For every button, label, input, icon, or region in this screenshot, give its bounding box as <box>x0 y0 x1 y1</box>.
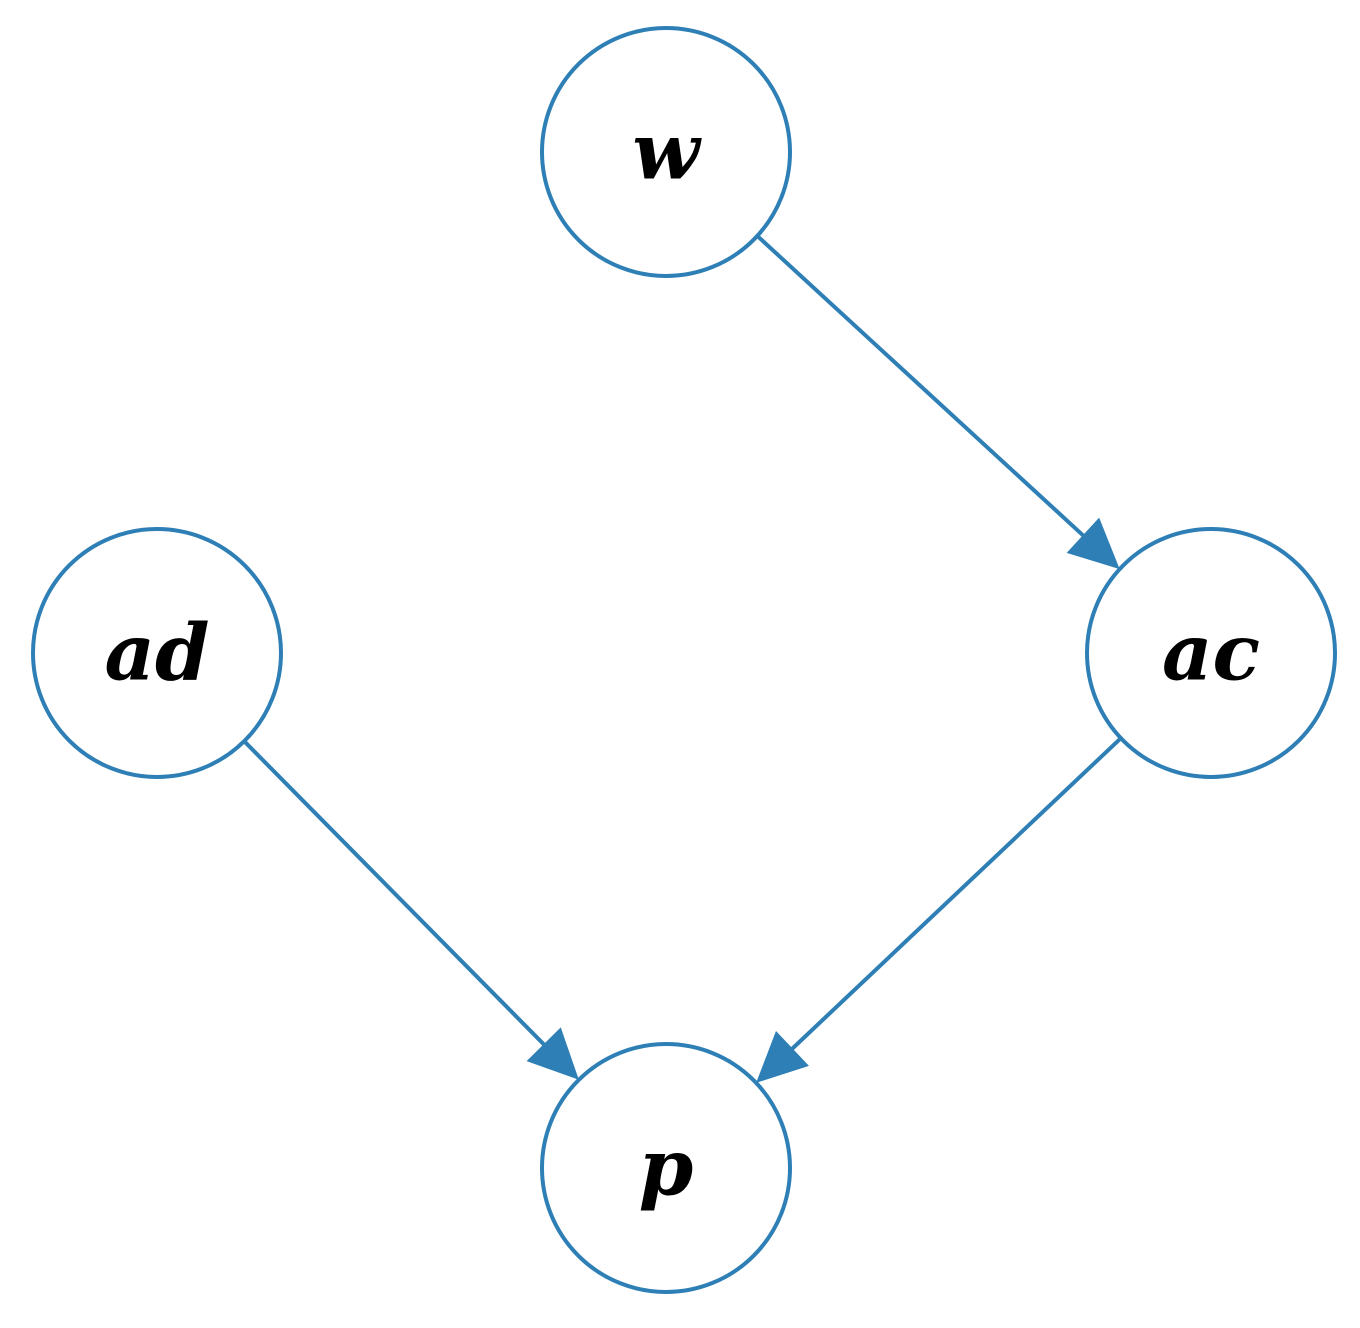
edges-layer <box>242 234 1123 1083</box>
node-p-circle <box>540 1042 792 1294</box>
edge-ac-to-p-arrowhead <box>756 1031 809 1083</box>
node-ad: ad <box>31 527 283 779</box>
edge-ad-to-p-line <box>242 739 548 1049</box>
node-p-label: p <box>639 1123 694 1214</box>
node-w: w <box>540 26 792 278</box>
nodes-layer: w ad ac p <box>31 26 1337 1294</box>
edge-w-to-ac-arrowhead <box>1066 517 1120 570</box>
node-ac-circle <box>1085 527 1337 779</box>
edge-ac-to-p <box>756 736 1123 1083</box>
node-p: p <box>540 1042 792 1294</box>
edge-w-to-ac <box>755 234 1120 570</box>
node-w-label: w <box>632 107 702 198</box>
node-ad-label: ad <box>104 608 209 699</box>
node-ac: ac <box>1085 527 1337 779</box>
edge-w-to-ac-line <box>755 234 1088 540</box>
node-ac-label: ac <box>1162 608 1260 699</box>
edge-ac-to-p-line <box>788 736 1123 1053</box>
edge-ad-to-p <box>242 739 579 1080</box>
edge-ad-to-p-arrowhead <box>526 1027 579 1080</box>
node-ad-circle <box>31 527 283 779</box>
node-w-circle <box>540 26 792 278</box>
